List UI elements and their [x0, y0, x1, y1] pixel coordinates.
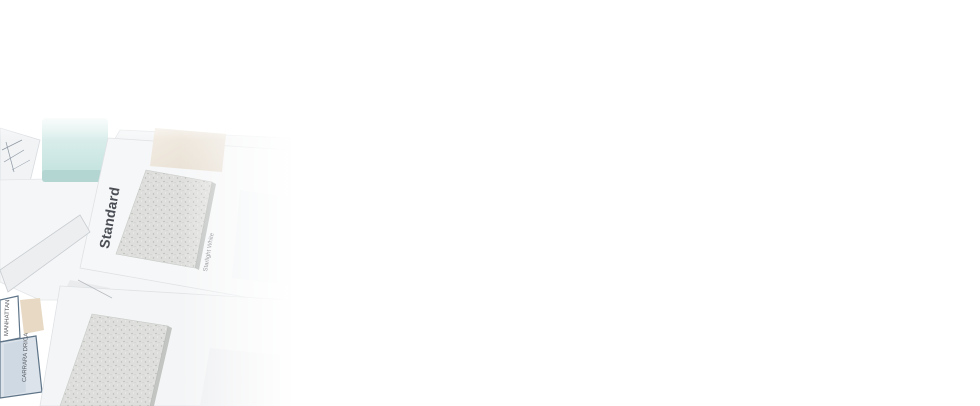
sample-card-lower: [39, 279, 291, 406]
strip-tab-label: MANHATTAN: [4, 299, 12, 337]
cream-swatch: [150, 128, 226, 172]
mint-swatch: [42, 118, 108, 182]
